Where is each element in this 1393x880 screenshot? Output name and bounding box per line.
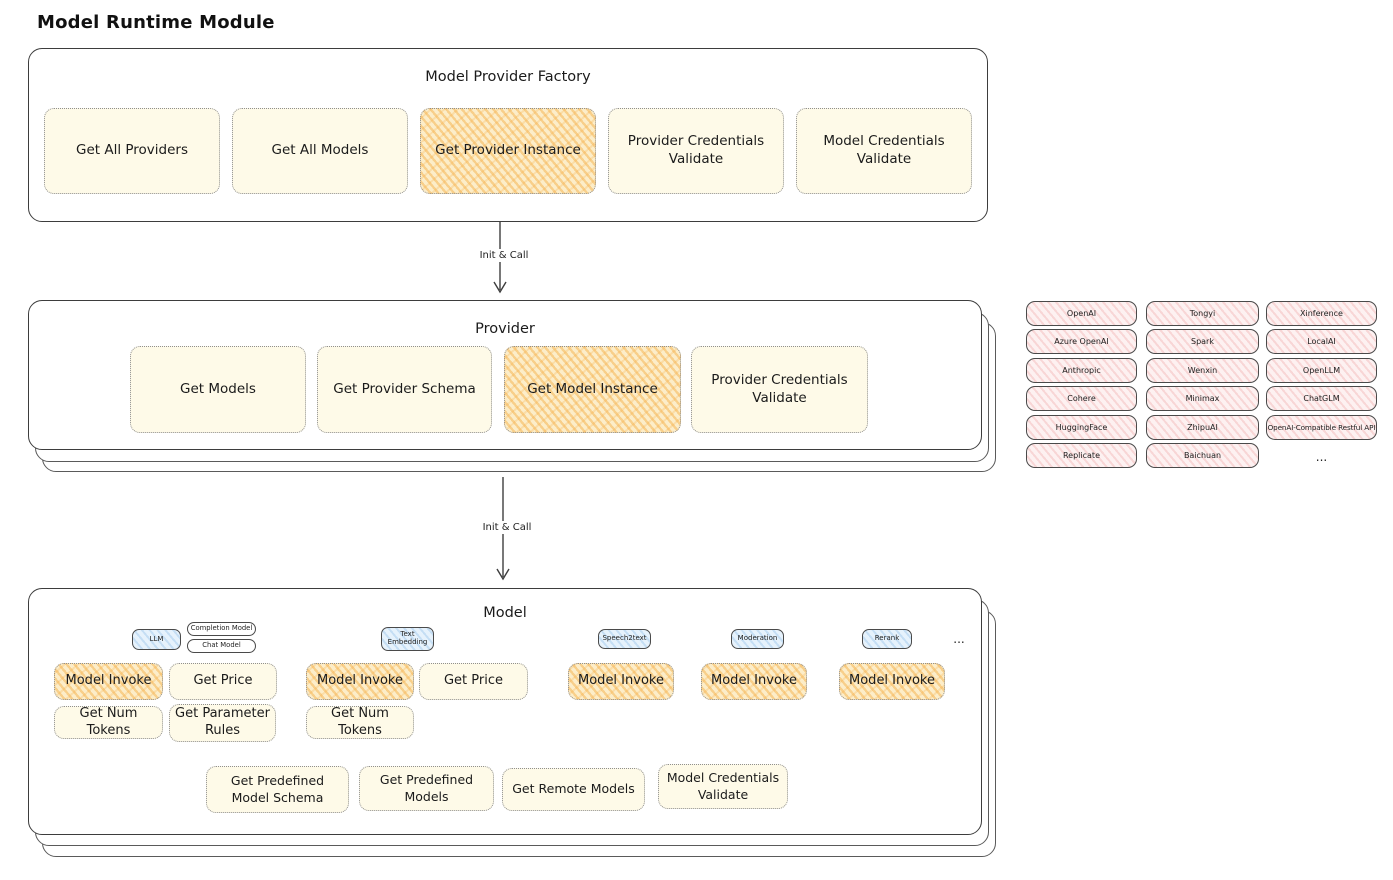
node-get-provider-schema: Get Provider Schema [317, 346, 492, 433]
tags-more-ellipsis: ... [953, 632, 965, 646]
node-get-models: Get Models [130, 346, 306, 433]
node-get-num-tokens-llm: Get Num Tokens [54, 706, 163, 739]
group-provider: Provider Get Models Get Provider Schema … [28, 300, 982, 450]
group-title-model: Model [483, 605, 527, 621]
provider-chip-localai: LocalAI [1266, 329, 1377, 354]
provider-chip-openai-compatible: OpenAI-Compatible Restful API [1266, 415, 1377, 440]
group-title-factory: Model Provider Factory [425, 69, 591, 85]
node-get-num-tokens-embedding: Get Num Tokens [306, 706, 414, 739]
tag-chat-model: Chat Model [187, 639, 256, 653]
tag-moderation: Moderation [731, 629, 784, 649]
provider-chip-replicate: Replicate [1026, 443, 1137, 468]
node-get-model-instance: Get Model Instance [504, 346, 681, 433]
provider-chip-cohere: Cohere [1026, 386, 1137, 411]
node-get-all-providers: Get All Providers [44, 108, 220, 194]
node-get-parameter-rules: Get Parameter Rules [169, 704, 276, 742]
node-model-invoke-llm: Model Invoke [54, 663, 163, 700]
group-model-provider-factory: Model Provider Factory Get All Providers… [28, 48, 988, 222]
node-model-credentials-validate: Model Credentials Validate [796, 108, 972, 194]
provider-chip-wenxin: Wenxin [1146, 358, 1259, 383]
group-title-provider: Provider [475, 321, 535, 337]
node-get-provider-instance: Get Provider Instance [420, 108, 596, 194]
tag-llm: LLM [132, 629, 181, 650]
provider-chip-zhipuai: ZhipuAI [1146, 415, 1259, 440]
provider-chip-chatglm: ChatGLM [1266, 386, 1377, 411]
tag-completion-model: Completion Model [187, 622, 256, 636]
provider-chip-minimax: Minimax [1146, 386, 1259, 411]
provider-chip-baichuan: Baichuan [1146, 443, 1259, 468]
arrow-label-init-call-1: Init & Call [462, 249, 546, 262]
node-get-predefined-models: Get Predefined Models [359, 766, 494, 811]
node-provider-credentials-validate-2: Provider Credentials Validate [691, 346, 868, 433]
node-model-invoke-moderation: Model Invoke [701, 663, 807, 700]
provider-chip-xinference: Xinference [1266, 301, 1377, 326]
provider-chip-spark: Spark [1146, 329, 1259, 354]
node-model-invoke-embedding: Model Invoke [306, 663, 414, 700]
node-model-invoke-rerank: Model Invoke [839, 663, 945, 700]
node-get-price-embedding: Get Price [419, 663, 528, 700]
node-get-all-models: Get All Models [232, 108, 408, 194]
provider-chip-openai: OpenAI [1026, 301, 1137, 326]
tag-speech2text: Speech2text [598, 629, 651, 649]
arrow-label-init-call-2: Init & Call [465, 521, 549, 534]
group-model: Model LLM Completion Model Chat Model Te… [28, 588, 982, 835]
node-provider-credentials-validate: Provider Credentials Validate [608, 108, 784, 194]
node-get-predefined-model-schema: Get Predefined Model Schema [206, 766, 349, 813]
tag-text-embedding: Text Embedding [381, 627, 434, 651]
node-model-credentials-validate-2: Model Credentials Validate [658, 764, 788, 809]
providers-more-ellipsis: ... [1315, 450, 1328, 464]
provider-chip-huggingface: HuggingFace [1026, 415, 1137, 440]
page-title: Model Runtime Module [37, 12, 275, 33]
provider-chip-tongyi: Tongyi [1146, 301, 1259, 326]
provider-chip-anthropic: Anthropic [1026, 358, 1137, 383]
node-model-invoke-speech2text: Model Invoke [568, 663, 674, 700]
tag-rerank: Rerank [862, 629, 912, 649]
node-get-price-llm: Get Price [169, 663, 277, 700]
provider-chip-azure-openai: Azure OpenAI [1026, 329, 1137, 354]
providers-grid: OpenAI Tongyi Xinference Azure OpenAI Sp… [1026, 301, 1377, 473]
node-get-remote-models: Get Remote Models [502, 768, 645, 811]
provider-chip-openllm: OpenLLM [1266, 358, 1377, 383]
